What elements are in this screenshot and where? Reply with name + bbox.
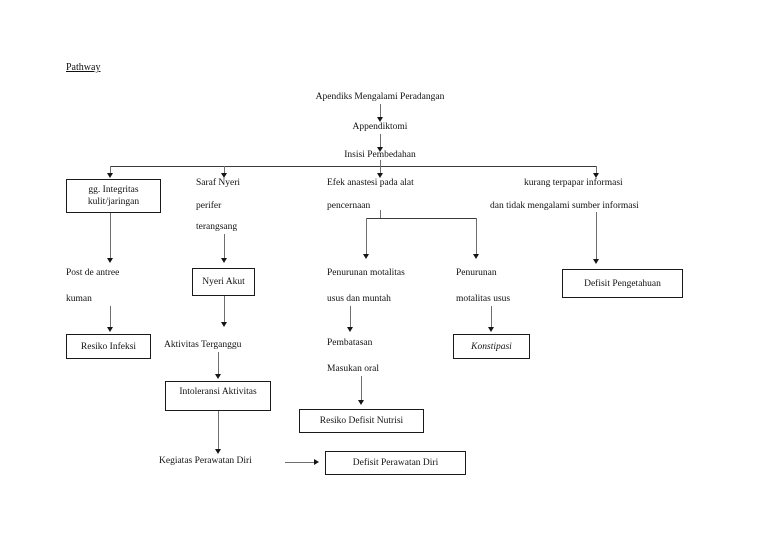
node-efek-anastesi-line2: pencernaan [327, 201, 371, 211]
node-kegiatas-perawatan-diri: Kegiatas Perawatan Diri [159, 456, 252, 466]
connector-post-de-antree-to-resiko-infeksi [110, 306, 111, 329]
arrow-down-icon [107, 173, 113, 178]
connector-appendiktomi-to-insisi [380, 134, 381, 149]
node-pembatasan-line1: Pembatasan [327, 338, 373, 348]
node-aktivitas-terganggu: Aktivitas Terganggu [164, 340, 242, 350]
connector-distribution-bus [110, 166, 597, 167]
box-defisit-pengetahuan: Defisit Pengetahuan [562, 269, 683, 298]
node-appendiktomi: Appendiktomi [352, 122, 408, 132]
node-saraf-nyeri-line3: terangsang [196, 222, 238, 232]
arrow-down-icon [221, 258, 227, 263]
connector-nyeri-akut-to-aktivitas-terganggu [224, 296, 225, 324]
connector-apendiks-to-appendiktomi [380, 104, 381, 119]
node-penurunan-muntah-line2: usus dan muntah [327, 294, 391, 304]
arrow-down-icon [221, 173, 227, 178]
arrow-down-icon [221, 322, 227, 327]
box-gg-integritas: gg. Integritas kulit/jaringan [66, 179, 161, 213]
arrow-down-icon [488, 327, 494, 332]
node-apendiks-peradangan: Apendiks Mengalami Peradangan [315, 92, 445, 102]
connector-kegiatas-to-defisit-perawatan [285, 462, 317, 463]
connector-pembatasan-to-resiko-nutrisi [361, 376, 362, 402]
box-resiko-infeksi: Resiko Infeksi [66, 334, 151, 359]
arrow-down-icon [593, 173, 599, 178]
node-saraf-nyeri-line2: perifer [196, 201, 222, 211]
node-penurunan-muntah-line1: Penurunan motalitas [327, 268, 405, 278]
arrow-down-icon [358, 400, 364, 405]
connector-bus-to-gg-integritas [110, 166, 111, 175]
node-penurunan-motalitas-line2: motalitas usus [456, 294, 511, 304]
node-penurunan-motalitas-line1: Penurunan [456, 268, 497, 278]
arrow-down-icon [363, 254, 369, 259]
node-kurang-informasi-line1: kurang terpapar informasi [524, 178, 623, 188]
connector-bus-to-efek-anastesi [380, 166, 381, 175]
node-saraf-nyeri-line1: Saraf Nyeri [196, 178, 241, 188]
node-insisi-pembedahan: Insisi Pembedahan [344, 150, 416, 160]
node-post-de-antree-line2: kuman [66, 294, 92, 304]
node-kurang-informasi-line2: dan tidak mengalami sumber informasi [490, 201, 639, 211]
arrow-down-icon [107, 258, 113, 263]
connector-intoleransi-to-kegiatas-perawatan [218, 411, 219, 451]
connector-insisi-to-bus [380, 160, 381, 170]
node-pembatasan-line2: Masukan oral [327, 364, 379, 374]
connector-aktivitas-terganggu-to-intoleransi [218, 352, 219, 376]
connector-gg-integritas-to-post-de-antree [110, 213, 111, 260]
connector-bus-to-saraf-nyeri [224, 166, 225, 175]
box-nyeri-akut: Nyeri Akut [192, 268, 255, 296]
arrow-down-icon [377, 117, 383, 122]
arrow-down-icon [377, 147, 383, 152]
arrow-right-icon [314, 459, 319, 465]
box-intoleransi-aktivitas: Intoleransi Aktivitas [165, 381, 271, 411]
arrow-down-icon [215, 449, 221, 454]
arrow-down-icon [215, 374, 221, 379]
arrow-down-icon [107, 327, 113, 332]
arrow-down-icon [347, 327, 353, 332]
connector-saraf-nyeri-to-nyeri-akut [224, 234, 225, 260]
node-post-de-antree-line1: Post de antree [66, 268, 120, 278]
connector-kurang-informasi-to-defisit-pengetahuan [596, 212, 597, 261]
arrow-down-icon [593, 259, 599, 264]
connector-efek-anastesi-split-bus [366, 218, 476, 219]
box-resiko-defisit-nutrisi: Resiko Defisit Nutrisi [299, 409, 424, 433]
connector-penurunan-motalitas-to-konstipasi [491, 306, 492, 329]
connector-split-to-penurunan-muntah [366, 218, 367, 256]
connector-efek-anastesi-to-split [380, 210, 381, 219]
page-title: Pathway [66, 62, 101, 73]
arrow-down-icon [377, 173, 383, 178]
node-efek-anastesi-line1: Efek anastesi pada alat [327, 178, 414, 188]
box-konstipasi: Konstipasi [453, 334, 530, 359]
connector-split-to-penurunan-motalitas [476, 218, 477, 256]
arrow-down-icon [473, 254, 479, 259]
connector-penurunan-muntah-to-pembatasan [350, 306, 351, 329]
box-gg-integritas-line1: gg. Integritas [88, 185, 139, 195]
box-gg-integritas-line2: kulit/jaringan [87, 197, 140, 207]
connector-bus-to-kurang-informasi [596, 166, 597, 175]
box-defisit-perawatan-diri: Defisit Perawatan Diri [325, 451, 466, 475]
